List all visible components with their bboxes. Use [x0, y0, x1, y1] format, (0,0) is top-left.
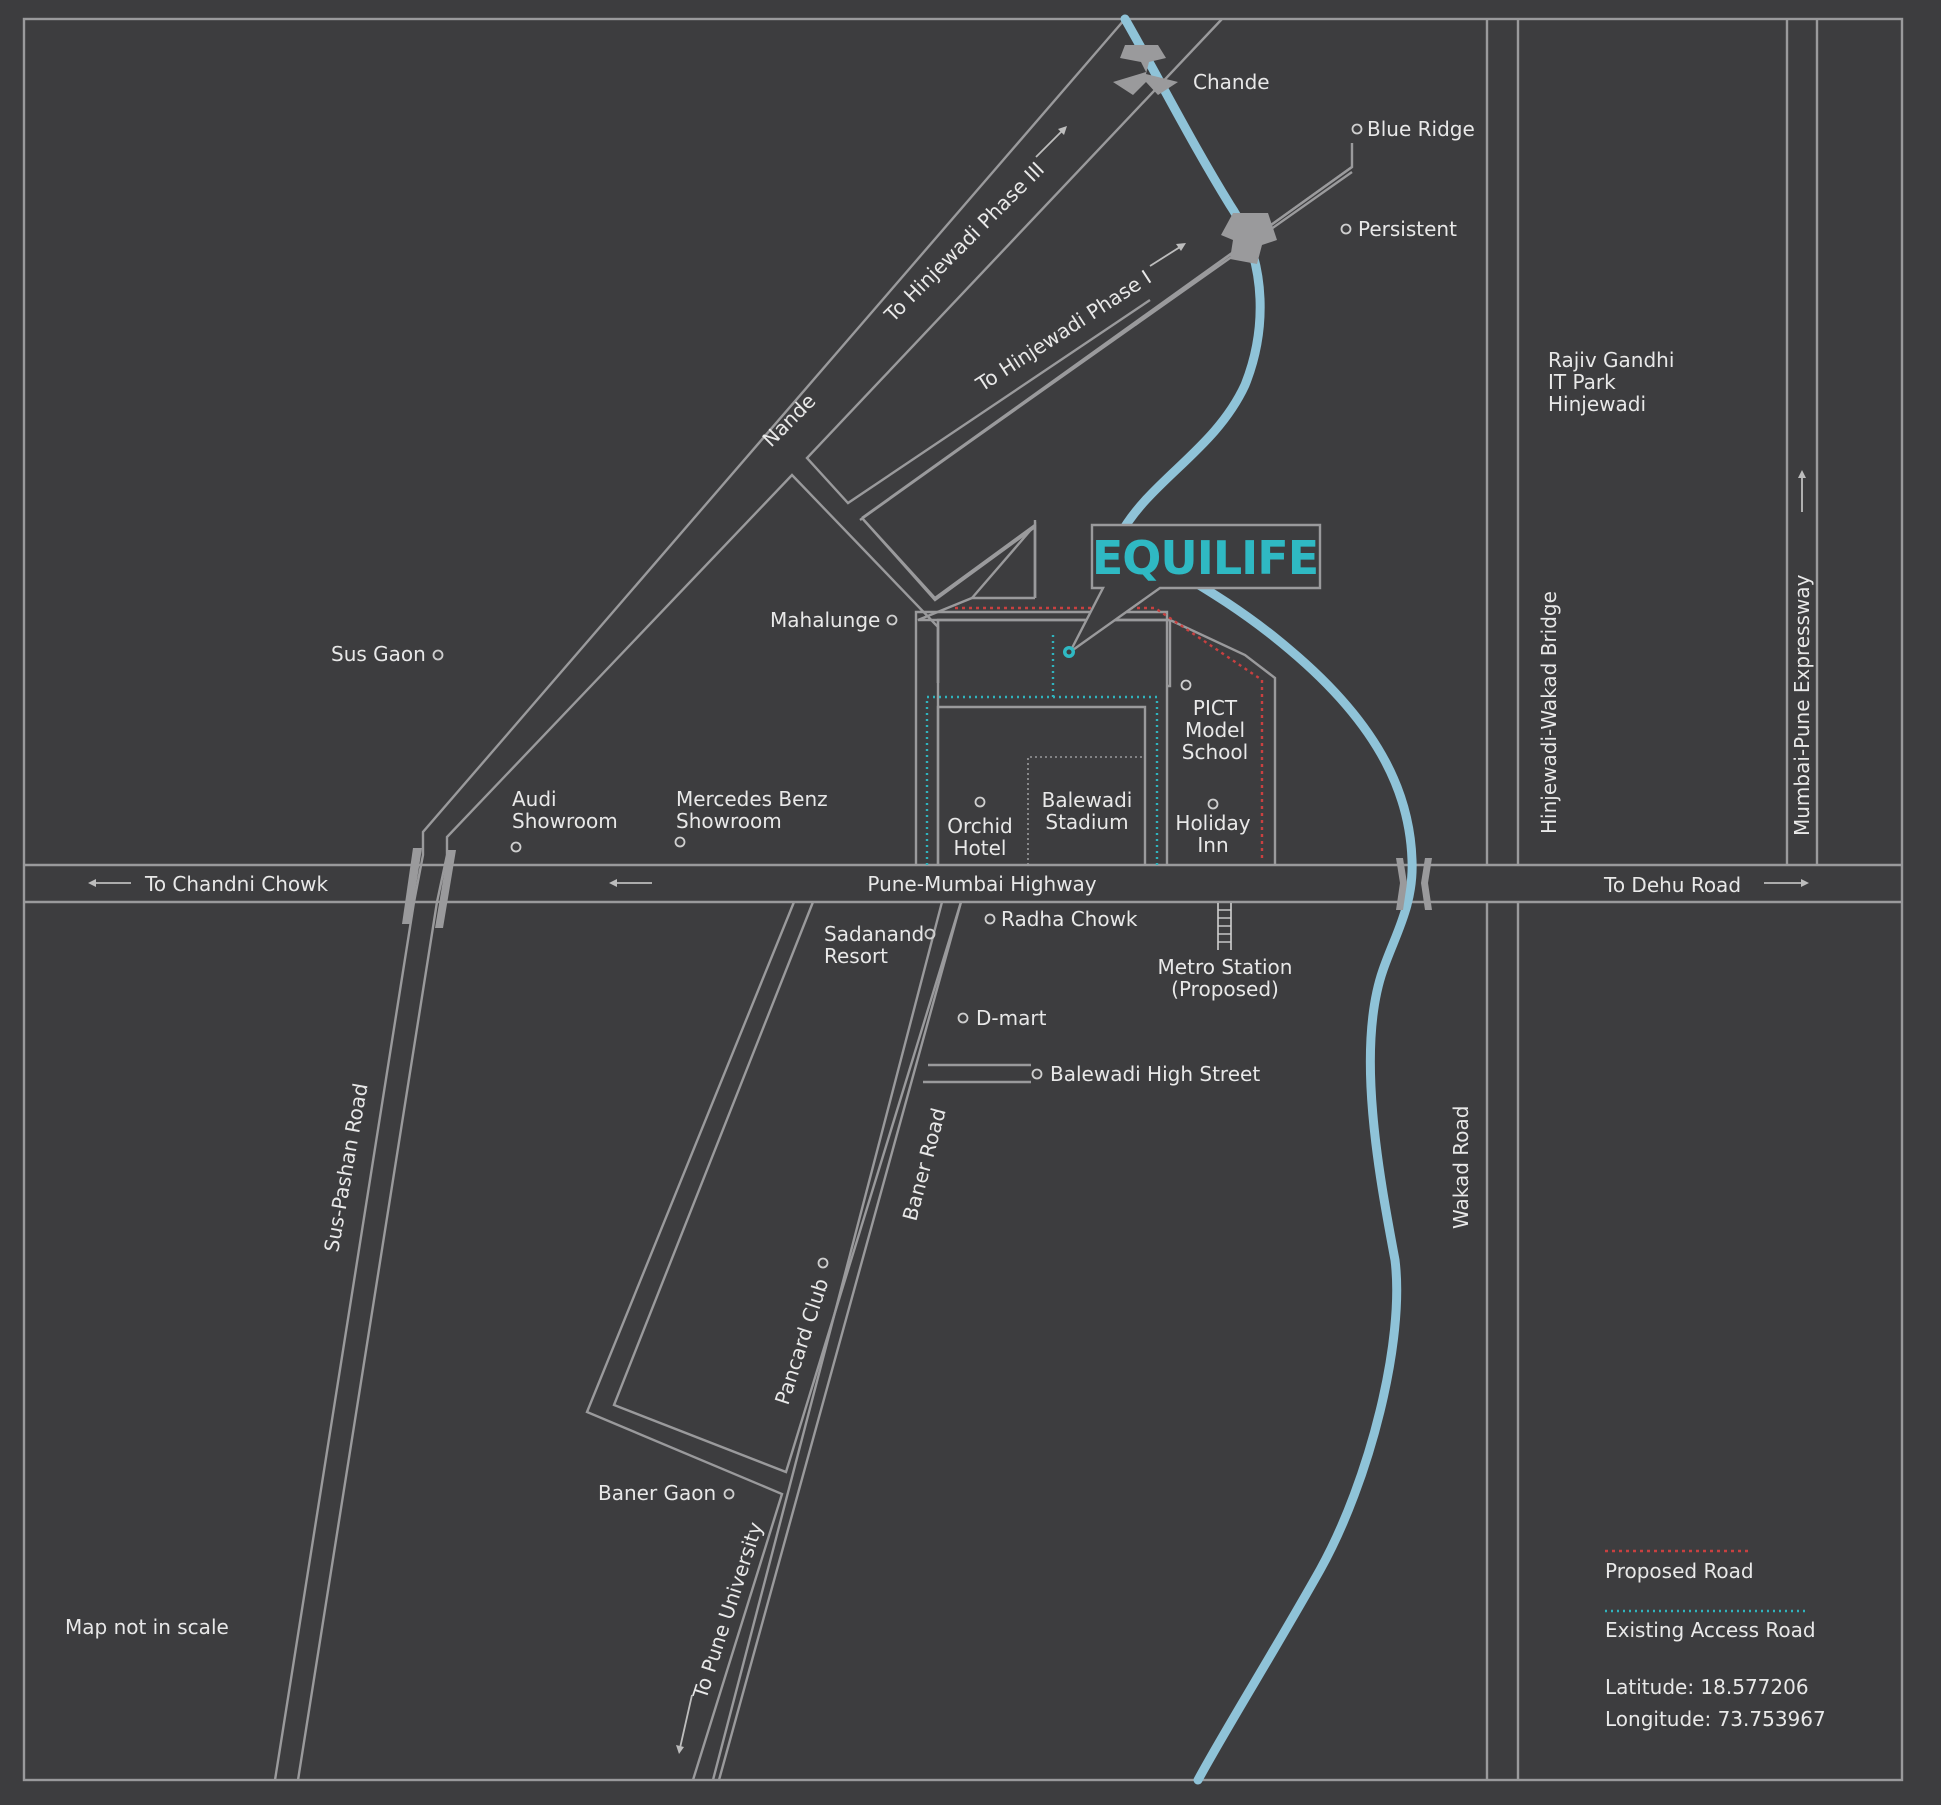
poi-mahalunge — [886, 614, 898, 626]
label-holiday-inn-1: Holiday — [1175, 811, 1250, 835]
baner-road-west — [711, 901, 944, 1781]
label-blue-ridge: Blue Ridge — [1367, 117, 1475, 141]
label-persistent: Persistent — [1358, 217, 1457, 241]
arrow-pune-university — [676, 1694, 693, 1754]
legend: Proposed Road Existing Access Road Latit… — [1605, 1549, 1826, 1731]
poi-orchid — [974, 796, 986, 808]
label-dmart: D-mart — [976, 1006, 1047, 1030]
label-stadium-2: Stadium — [1045, 810, 1128, 834]
label-chande: Chande — [1193, 70, 1270, 94]
arrow-up-expressway — [1798, 470, 1806, 512]
stadium-block-outer — [914, 610, 1169, 865]
bridge-persistent — [1221, 213, 1277, 264]
label-audi-2: Showroom — [512, 809, 618, 833]
poi-radha-chowk — [984, 913, 996, 925]
poi-balewadi-high-street — [1031, 1068, 1043, 1080]
label-to-dehu-road: To Dehu Road — [1603, 873, 1741, 897]
label-wakad-road: Wakad Road — [1449, 1106, 1473, 1229]
poi-pancard-club — [817, 1257, 829, 1269]
label-pune-mumbai-highway: Pune-Mumbai Highway — [867, 872, 1096, 896]
arrow-left-highway — [609, 879, 652, 887]
label-radha-chowk: Radha Chowk — [1001, 907, 1138, 931]
poi-baner-gaon — [723, 1488, 735, 1500]
equilife-brand: EQUILIFE — [1092, 531, 1318, 585]
proposed-road-line — [955, 606, 1264, 860]
legend-latitude: Latitude: 18.577206 — [1605, 1675, 1809, 1699]
sus-pashan-road-west — [273, 18, 1126, 1781]
legend-longitude: Longitude: 73.753967 — [1605, 1707, 1826, 1731]
label-pict-2: Model — [1185, 718, 1245, 742]
label-pict-3: School — [1182, 740, 1248, 764]
poi-holiday-inn — [1207, 798, 1219, 810]
nande-road-east — [805, 18, 1223, 505]
label-metro-2: (Proposed) — [1171, 977, 1279, 1001]
poi-mercedes — [674, 836, 686, 848]
arrow-left-chandni — [88, 879, 131, 887]
label-orchid-2: Hotel — [954, 836, 1007, 860]
metro-station-icon — [1217, 903, 1232, 950]
bridge-highway-river — [1396, 858, 1432, 910]
poi-dmart — [957, 1012, 969, 1024]
baner-road-east — [717, 901, 963, 1781]
label-to-chandni-chowk: To Chandni Chowk — [144, 872, 329, 896]
pancard-club-road-inner — [612, 901, 963, 1474]
label-mumbai-pune-expressway: Mumbai-Pune Expressway — [1790, 574, 1814, 836]
label-rajiv-gandhi-2: IT Park — [1548, 370, 1616, 394]
label-sadanand-1: Sadanand — [824, 922, 924, 946]
arrow-hinjewadi-phase1 — [1149, 243, 1186, 267]
poi-audi — [510, 841, 522, 853]
label-sadanand-2: Resort — [824, 944, 888, 968]
label-map-note: Map not in scale — [65, 1615, 229, 1639]
arrow-right-dehu — [1764, 879, 1809, 887]
stadium-dotted-boundary — [1027, 756, 1143, 865]
poi-blue-ridge — [1351, 123, 1363, 135]
label-hinjewadi-wakad-bridge: Hinjewadi-Wakad Bridge — [1537, 591, 1561, 834]
poi-pict — [1180, 679, 1192, 691]
bridge-chande — [1113, 45, 1178, 95]
label-holiday-inn-2: Inn — [1197, 833, 1228, 857]
legend-proposed-label: Proposed Road — [1605, 1559, 1754, 1583]
label-rajiv-gandhi-1: Rajiv Gandhi — [1548, 348, 1674, 372]
label-sus-gaon: Sus Gaon — [331, 642, 426, 666]
equilife-plot-outline — [936, 618, 1172, 688]
pancard-club-road-outer — [585, 901, 796, 1781]
label-metro-1: Metro Station — [1158, 955, 1293, 979]
map-frame — [22, 17, 1904, 1782]
label-rajiv-gandhi-3: Hinjewadi — [1548, 392, 1646, 416]
label-mercedes-1: Mercedes Benz — [676, 787, 828, 811]
legend-existing-label: Existing Access Road — [1605, 1618, 1816, 1642]
label-stadium-1: Balewadi — [1042, 788, 1133, 812]
equilife-callout: EQUILIFE — [1063, 523, 1322, 658]
arrow-hinjewadi-phase3 — [1035, 126, 1067, 158]
river — [1115, 14, 1417, 1785]
poi-sadanand — [924, 928, 936, 940]
bridge-highway-west — [402, 848, 456, 928]
label-baner-gaon: Baner Gaon — [598, 1481, 716, 1505]
label-pict-1: PICT — [1193, 696, 1238, 720]
label-mercedes-2: Showroom — [676, 809, 782, 833]
label-audi-1: Audi — [512, 787, 557, 811]
stadium-block-inner — [936, 705, 1147, 865]
label-mahalunge: Mahalunge — [770, 608, 880, 632]
poi-sus-gaon — [432, 649, 444, 661]
label-orchid-1: Orchid — [947, 814, 1012, 838]
existing-access-road-loop — [925, 695, 1159, 865]
label-balewadi-high-street: Balewadi High Street — [1050, 1062, 1260, 1086]
poi-persistent — [1340, 223, 1352, 235]
